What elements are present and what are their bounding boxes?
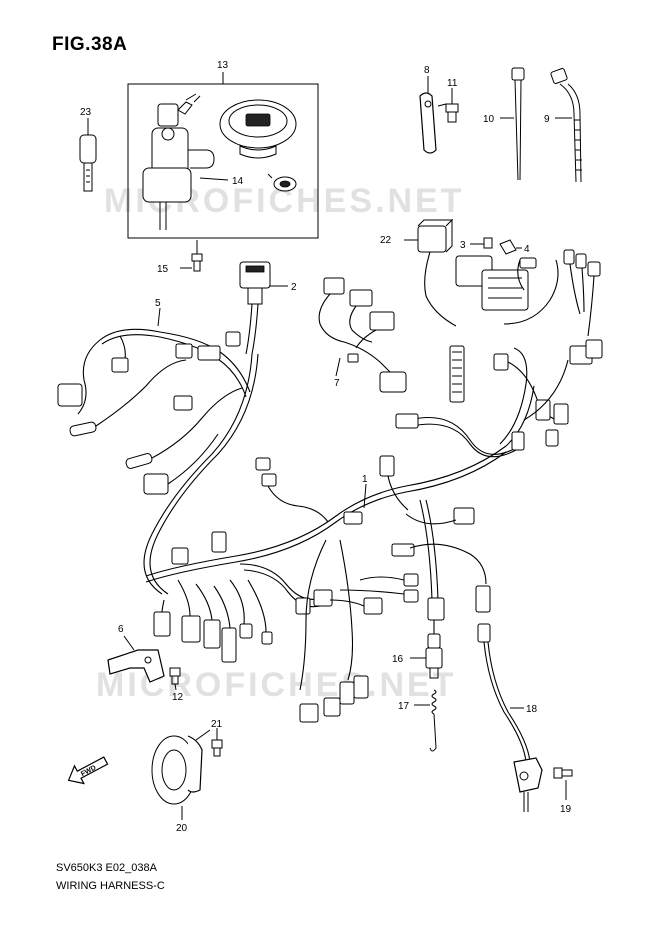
callout-18: 18 [526, 704, 538, 715]
clamp-bolt-11: 11 [437, 78, 459, 123]
sub-harness-5: 5 [57, 298, 251, 495]
ignition-switch-set-group: 13 14 [127, 60, 319, 239]
relay-22: 22 [380, 218, 457, 327]
seat-lock-cylinder [267, 173, 297, 192]
fuse-box-cluster [455, 249, 603, 365]
main-connector-2: 2 [239, 261, 297, 355]
callout-3: 3 [460, 240, 466, 251]
callout-6: 6 [118, 624, 124, 635]
cable-tie-9: 9 [544, 68, 582, 183]
bracket-bolt-12: 12 [169, 667, 184, 703]
callout-10: 10 [483, 114, 495, 125]
callout-7: 7 [334, 378, 340, 389]
bracket-6: 6 [107, 624, 165, 683]
cable-tie-10: 10 [483, 67, 525, 181]
callout-22: 22 [380, 235, 392, 246]
callout-14: 14 [232, 176, 244, 187]
figure-caption: WIRING HARNESS-C [56, 880, 165, 892]
callout-17: 17 [398, 701, 410, 712]
callout-1: 1 [362, 474, 368, 485]
callout-12: 12 [172, 692, 184, 703]
callout-21: 21 [211, 719, 223, 730]
horn-20: 20 [151, 729, 211, 834]
callout-13: 13 [217, 60, 229, 71]
switch-spring-17: 17 [398, 689, 437, 752]
horn-bolt-21: 21 [211, 719, 223, 757]
callout-5: 5 [155, 298, 161, 309]
sub-harness-7: 7 [318, 277, 407, 393]
callout-16: 16 [392, 654, 404, 665]
rear-brake-switch-16: 16 [392, 620, 443, 679]
callout-2: 2 [291, 282, 297, 293]
ignition-bolt: 15 [157, 240, 203, 275]
callout-23: 23 [80, 107, 92, 118]
callout-19: 19 [560, 804, 572, 815]
figure-title: FIG.38A [52, 34, 128, 55]
ignition-switch [142, 93, 215, 230]
callout-8: 8 [424, 65, 430, 76]
ignition-key: 23 [79, 107, 97, 192]
forward-direction-arrow: FWD [67, 756, 109, 785]
clip-4: 4 [499, 239, 530, 255]
model-code: SV650K3 E02_038A [56, 862, 157, 874]
fwd-label: FWD [80, 765, 97, 779]
callout-20: 20 [176, 823, 188, 834]
harness-clamp-8: 8 [419, 65, 437, 154]
callout-9: 9 [544, 114, 550, 125]
callout-15: 15 [157, 264, 169, 275]
switch-bolt-19: 19 [553, 767, 573, 815]
clip-3: 3 [460, 237, 493, 251]
side-stand-switch-18: 18 [477, 623, 543, 812]
main-harness-1: 1 [143, 345, 569, 723]
callout-4: 4 [524, 244, 530, 255]
fuel-tank-cap-lock [219, 99, 297, 159]
callout-11: 11 [447, 78, 458, 89]
